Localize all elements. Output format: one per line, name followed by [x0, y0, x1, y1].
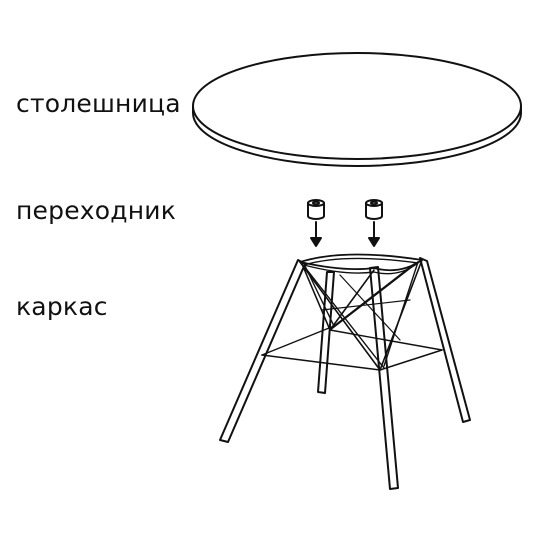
tabletop-illustration [192, 52, 522, 167]
frame-label: каркас [16, 292, 108, 321]
tabletop-label: столешница [16, 89, 181, 118]
frame-illustration [219, 253, 471, 490]
adapter-right-illustration [365, 199, 383, 247]
adapter-label: переходник [16, 196, 177, 225]
adapter-left-illustration [307, 199, 325, 247]
